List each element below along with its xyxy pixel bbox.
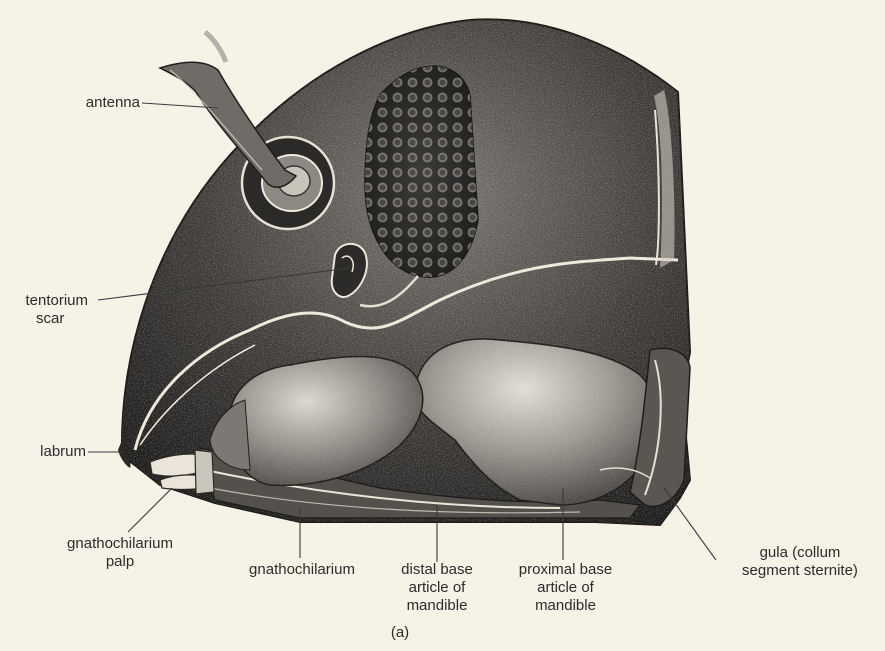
palp-leader: [128, 488, 172, 532]
label-proximal-base: proximal base article of mandible: [508, 561, 623, 615]
label-tentorium-scar: tentorium scar: [0, 292, 88, 328]
label-gnathochilarium: gnathochilarium: [232, 561, 372, 579]
label-gnathochilarium-palp-line2: palp: [40, 553, 200, 571]
gula-leader: [664, 488, 716, 560]
label-gnathochilarium-palp-line1: gnathochilarium: [40, 535, 200, 553]
label-gnathochilarium-palp: gnathochilarium palp: [40, 535, 200, 571]
label-distal-base: distal base article of mandible: [387, 561, 487, 615]
label-gula-line2: segment sternite): [720, 562, 880, 580]
label-proximal-base-line2: article of: [508, 579, 623, 597]
label-gula-line1: gula (collum: [720, 544, 880, 562]
label-distal-base-line2: article of: [387, 579, 487, 597]
label-labrum: labrum: [10, 443, 86, 461]
label-tentorium-scar-line1: tentorium: [0, 292, 88, 310]
label-gula: gula (collum segment sternite): [720, 544, 880, 580]
label-distal-base-line1: distal base: [387, 561, 487, 579]
label-distal-base-line3: mandible: [387, 597, 487, 615]
label-tentorium-scar-line2: scar: [0, 310, 88, 328]
figure-caption: (a): [380, 624, 420, 642]
label-antenna: antenna: [60, 94, 140, 112]
label-proximal-base-line1: proximal base: [508, 561, 623, 579]
label-proximal-base-line3: mandible: [508, 597, 623, 615]
